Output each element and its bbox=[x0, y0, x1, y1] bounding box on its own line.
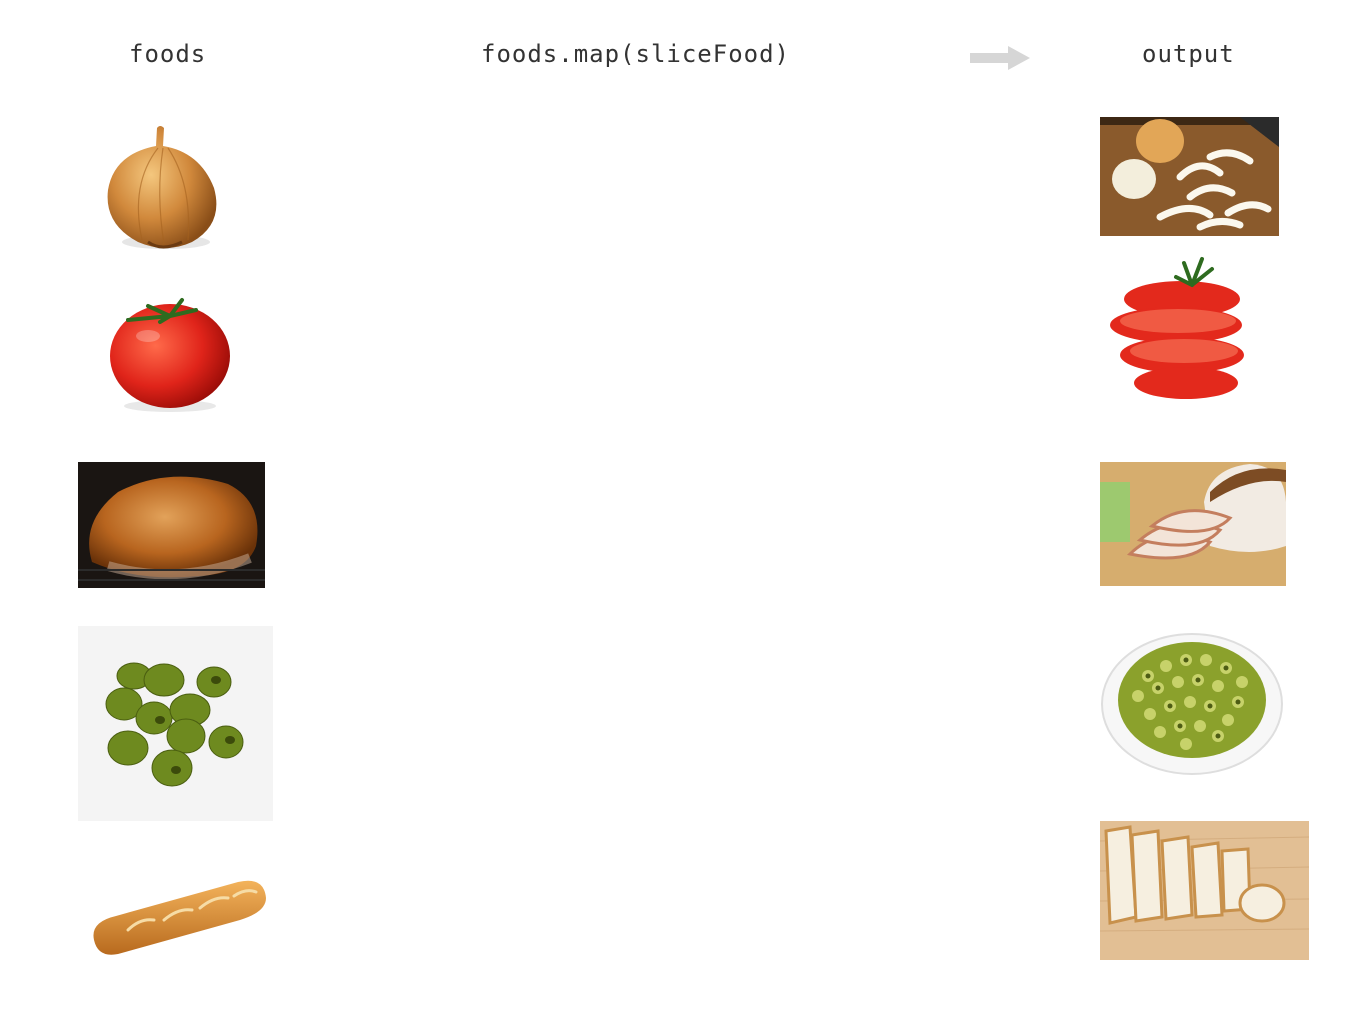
baguette-image bbox=[88, 878, 268, 960]
sliced-turkey-image bbox=[1100, 462, 1286, 586]
foods-column-label: foods bbox=[129, 40, 207, 68]
output-column-label: output bbox=[1142, 40, 1235, 68]
sliced-tomato-image bbox=[1106, 255, 1254, 403]
tomato-image bbox=[108, 294, 234, 414]
sliced-baguette-image bbox=[1100, 821, 1309, 960]
olives-image bbox=[78, 626, 273, 821]
right-arrow-icon bbox=[970, 46, 1030, 70]
onion-image bbox=[100, 124, 240, 256]
sliced-onion-image bbox=[1100, 117, 1279, 236]
map-expression: foods.map(sliceFood) bbox=[481, 40, 790, 68]
roast-turkey-image bbox=[78, 462, 265, 588]
sliced-olives-image bbox=[1100, 626, 1286, 778]
